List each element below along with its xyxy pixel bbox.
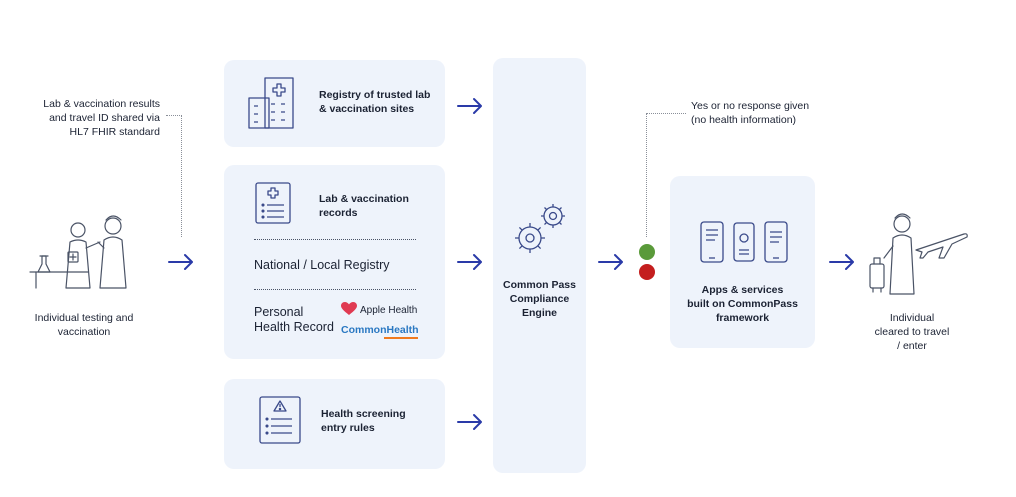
arrow-right-icon bbox=[457, 414, 482, 430]
apps-label: Apps & services built on CommonPass fram… bbox=[670, 283, 815, 325]
gears-icon bbox=[515, 204, 565, 253]
traveler-caption: Individual cleared to travel / enter bbox=[862, 311, 962, 353]
apps-box: Apps & services built on CommonPass fram… bbox=[670, 176, 815, 348]
registry-label-line2: & vaccination sites bbox=[319, 103, 415, 115]
national-registry-label: National / Local Registry bbox=[254, 258, 390, 272]
registry-label: Registry of trusted lab & vaccination si… bbox=[319, 88, 430, 116]
records-label-line1: Lab & vaccination bbox=[319, 193, 409, 205]
traveler-caption-line1: Individual bbox=[889, 312, 935, 324]
records-label: Lab & vaccination records bbox=[319, 192, 409, 220]
screening-box: Health screening entry rules bbox=[224, 379, 445, 469]
testing-illustration bbox=[29, 215, 127, 289]
hospital-building-icon bbox=[248, 77, 294, 129]
arrow-right-icon bbox=[829, 254, 854, 270]
red-no-indicator bbox=[639, 264, 655, 280]
note-connector-vertical bbox=[181, 115, 182, 237]
note-connector-horizontal bbox=[166, 115, 182, 116]
screening-label: Health screening entry rules bbox=[321, 407, 406, 435]
apple-health-label: Apple Health bbox=[360, 305, 418, 316]
arrow-right-icon bbox=[168, 254, 193, 270]
registry-label-line1: Registry of trusted lab bbox=[319, 89, 431, 101]
response-note-line2: (no health information) bbox=[691, 114, 797, 126]
individual-testing-caption-line2: vaccination bbox=[57, 326, 111, 338]
traveler-caption-line3: / enter bbox=[897, 340, 927, 352]
apps-label-line1: Apps & services bbox=[701, 284, 784, 296]
commonhealth-logo: CommonHealth bbox=[341, 324, 419, 336]
arrow-right-icon bbox=[457, 254, 482, 270]
data-sharing-note-line3: HL7 FHIR standard bbox=[69, 126, 160, 138]
records-separator-2 bbox=[254, 289, 416, 290]
heart-icon bbox=[341, 302, 357, 315]
individual-testing-caption-line1: Individual testing and bbox=[34, 312, 134, 324]
individual-testing-caption: Individual testing and vaccination bbox=[20, 311, 148, 339]
screening-label-line1: Health screening bbox=[321, 408, 406, 420]
phr-line1: Personal bbox=[254, 305, 304, 319]
response-connector-vertical bbox=[646, 113, 647, 237]
document-medical-icon bbox=[255, 182, 291, 224]
apps-label-line2: built on CommonPass bbox=[687, 298, 798, 310]
records-label-line2: records bbox=[319, 207, 358, 219]
engine-label-line1: Common Pass bbox=[503, 279, 576, 291]
data-sharing-note-line1: Lab & vaccination results bbox=[43, 98, 160, 110]
green-yes-indicator bbox=[639, 244, 655, 260]
phr-line2: Health Record bbox=[254, 320, 334, 334]
personal-health-record-label: Personal Health Record bbox=[254, 305, 334, 335]
registry-box: Registry of trusted lab & vaccination si… bbox=[224, 60, 445, 147]
response-connector-horizontal bbox=[646, 113, 686, 114]
traveler-caption-line2: cleared to travel bbox=[874, 326, 950, 338]
records-box: Lab & vaccination records National / Loc… bbox=[224, 165, 445, 359]
records-separator-1 bbox=[254, 239, 416, 240]
response-note: Yes or no response given (no health info… bbox=[691, 99, 809, 127]
data-sharing-note: Lab & vaccination results and travel ID … bbox=[34, 97, 160, 139]
engine-label-line3: Engine bbox=[521, 307, 557, 319]
clipboard-alert-icon bbox=[259, 396, 301, 444]
arrow-right-icon bbox=[598, 254, 623, 270]
screening-label-line2: entry rules bbox=[321, 422, 375, 434]
compliance-engine-box: Common Pass Compliance Engine bbox=[493, 58, 586, 473]
apps-label-line3: framework bbox=[715, 312, 770, 324]
traveler-illustration bbox=[869, 213, 968, 295]
data-sharing-note-line2: and travel ID shared via bbox=[49, 112, 160, 124]
response-note-line1: Yes or no response given bbox=[691, 100, 810, 112]
commonhealth-underline bbox=[384, 337, 418, 339]
arrow-right-icon bbox=[457, 98, 482, 114]
engine-label: Common Pass Compliance Engine bbox=[493, 278, 586, 320]
engine-label-line2: Compliance bbox=[509, 293, 570, 305]
commonhealth-text: CommonHealth bbox=[341, 324, 419, 336]
mobile-devices-icon bbox=[700, 221, 788, 263]
